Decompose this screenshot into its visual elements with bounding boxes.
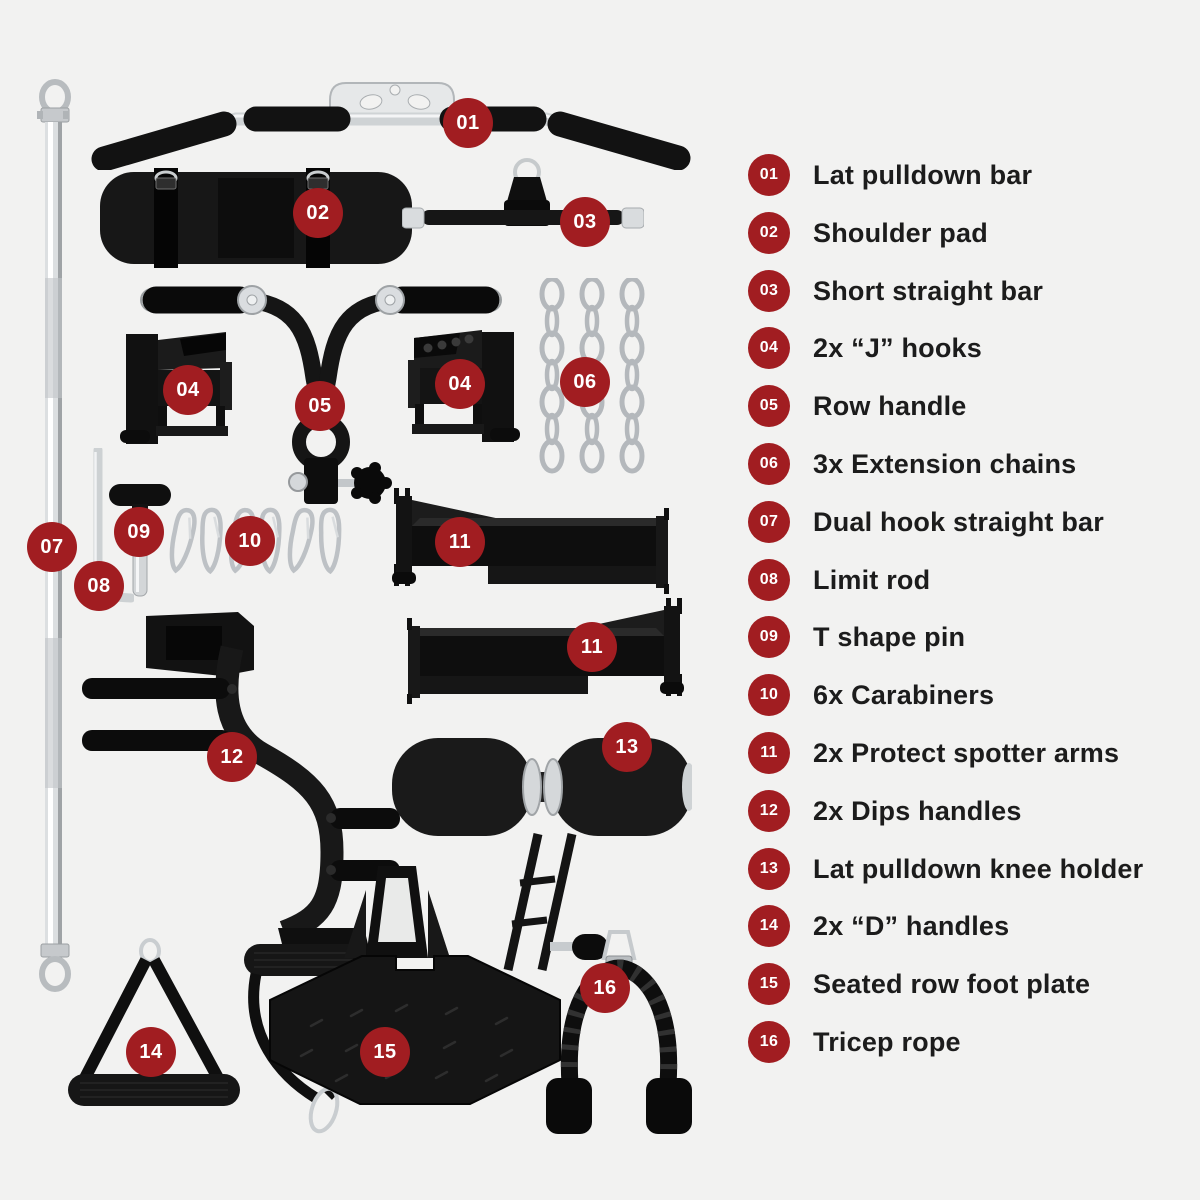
d-handles-drawing	[68, 938, 353, 1134]
diagram-badge-07: 07	[27, 522, 77, 572]
legend-item-11: 11 2x Protect spotter arms	[748, 732, 1119, 774]
legend-number-badge: 16	[748, 1021, 790, 1063]
legend-item-label: 2x Protect spotter arms	[813, 737, 1120, 768]
legend-number-badge: 09	[748, 616, 790, 658]
diagram-badge-11-lower: 11	[567, 622, 617, 672]
diagram-badge-16: 16	[580, 963, 630, 1013]
legend-item-03: 03 Short straight bar	[748, 270, 1043, 312]
short-straight-bar-image	[402, 158, 644, 246]
shoulder-pad-drawing	[100, 168, 412, 268]
row-handle-drawing	[140, 285, 502, 504]
legend-item-label: Lat pulldown knee holder	[813, 853, 1144, 884]
legend-number-badge: 11	[748, 732, 790, 774]
d-handles-image	[58, 938, 353, 1143]
legend-item-label: Short straight bar	[813, 275, 1044, 306]
legend-item-label: Row handle	[813, 390, 967, 421]
legend-item-label: Lat pulldown bar	[813, 159, 1033, 190]
diagram-badge-04-left: 04	[163, 365, 213, 415]
legend-item-14: 14 2x “D” handles	[748, 905, 1009, 947]
legend-item-10: 10 6x Carabiners	[748, 674, 994, 716]
legend-item-label: Seated row foot plate	[813, 968, 1091, 999]
legend-item-02: 02 Shoulder pad	[748, 212, 988, 254]
foot-plate-drawing	[269, 866, 561, 1105]
legend-number-badge: 03	[748, 270, 790, 312]
legend-item-label: T shape pin	[813, 621, 966, 652]
legend-item-13: 13 Lat pulldown knee holder	[748, 848, 1143, 890]
legend-number-badge: 12	[748, 790, 790, 832]
legend-item-label: Tricep rope	[813, 1026, 961, 1057]
legend-item-08: 08 Limit rod	[748, 559, 930, 601]
diagram-badge-14: 14	[126, 1027, 176, 1077]
lat-pulldown-bar-drawing	[91, 82, 691, 170]
tricep-rope-image	[540, 928, 698, 1140]
legend-number-badge: 02	[748, 212, 790, 254]
spotter-arm-lower-drawing	[407, 598, 684, 704]
legend-item-label: 6x Carabiners	[813, 679, 995, 710]
spotter-arm-lower-image	[396, 598, 684, 704]
row-handle-image	[118, 262, 523, 510]
legend-item-label: Dual hook straight bar	[813, 506, 1104, 537]
diagram-badge-05: 05	[295, 381, 345, 431]
legend-number-badge: 05	[748, 385, 790, 427]
extension-chains-image	[536, 278, 648, 483]
legend-item-15: 15 Seated row foot plate	[748, 963, 1090, 1005]
knee-holder-image	[392, 728, 692, 983]
legend-number-badge: 04	[748, 327, 790, 369]
legend-item-16: 16 Tricep rope	[748, 1021, 961, 1063]
legend-number-badge: 14	[748, 905, 790, 947]
lat-pulldown-bar-image	[88, 75, 693, 170]
extension-chains-drawing	[539, 278, 645, 474]
legend-item-04: 04 2x “J” hooks	[748, 327, 982, 369]
legend-item-label: 2x “D” handles	[813, 910, 1010, 941]
foot-plate-image	[266, 866, 564, 1108]
diagram-badge-12: 12	[207, 732, 257, 782]
legend-item-01: 01 Lat pulldown bar	[748, 154, 1032, 196]
short-straight-bar-drawing	[402, 158, 644, 229]
diagram-badge-10: 10	[225, 516, 275, 566]
legend-item-label: 2x “J” hooks	[813, 332, 982, 363]
diagram-badge-09: 09	[114, 507, 164, 557]
legend-item-07: 07 Dual hook straight bar	[748, 501, 1104, 543]
diagram-badge-15: 15	[360, 1027, 410, 1077]
diagram-badge-06: 06	[560, 357, 610, 407]
diagram-badge-08: 08	[74, 561, 124, 611]
legend-item-label: Shoulder pad	[813, 217, 988, 248]
tricep-rope-drawing	[546, 930, 692, 1134]
legend-item-label: 3x Extension chains	[813, 448, 1077, 479]
legend-item-12: 12 2x Dips handles	[748, 790, 1022, 832]
legend-number-badge: 06	[748, 443, 790, 485]
knee-holder-drawing	[392, 738, 692, 971]
legend-number-badge: 13	[748, 848, 790, 890]
diagram-badge-13: 13	[602, 722, 652, 772]
legend-number-badge: 10	[748, 674, 790, 716]
diagram-badge-04-right: 04	[435, 359, 485, 409]
diagram-badge-03: 03	[560, 197, 610, 247]
diagram-badge-02: 02	[293, 188, 343, 238]
legend-number-badge: 01	[748, 154, 790, 196]
shoulder-pad-image	[100, 168, 412, 268]
legend-item-06: 06 3x Extension chains	[748, 443, 1076, 485]
diagram-badge-11-upper: 11	[435, 517, 485, 567]
diagram-badge-01: 01	[443, 98, 493, 148]
legend-item-05: 05 Row handle	[748, 385, 967, 427]
legend-item-label: 2x Dips handles	[813, 795, 1022, 826]
legend-item-label: Limit rod	[813, 564, 931, 595]
legend-number-badge: 08	[748, 559, 790, 601]
legend-number-badge: 15	[748, 963, 790, 1005]
legend-item-09: 09 T shape pin	[748, 616, 965, 658]
legend-number-badge: 07	[748, 501, 790, 543]
